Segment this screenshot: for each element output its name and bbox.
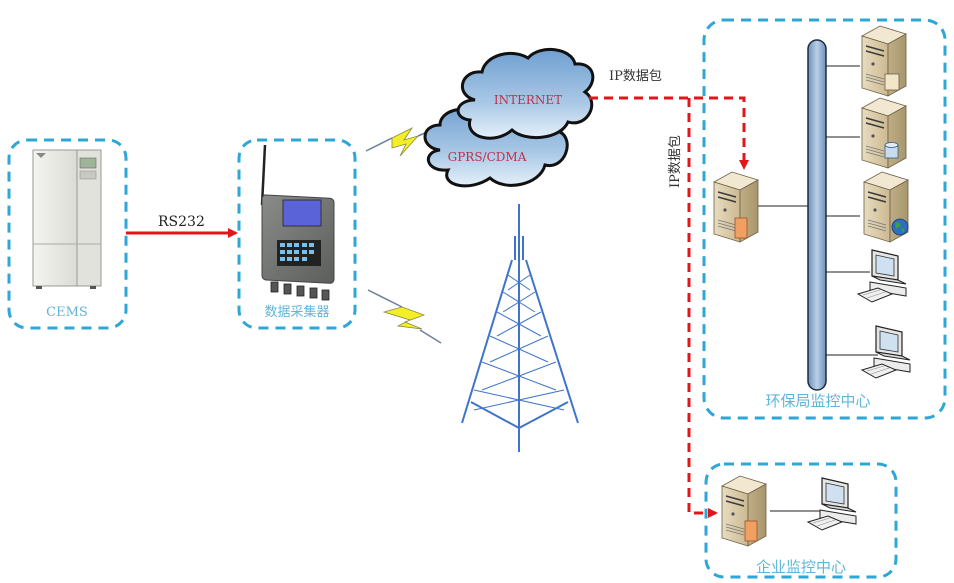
cell-tower-icon	[461, 204, 579, 452]
rs232-label: RS232	[158, 214, 205, 230]
globe-badge-icon	[891, 218, 909, 236]
data-collector-icon	[260, 144, 335, 301]
enterprise-pc-icon	[807, 477, 857, 531]
file-server-badge-icon	[884, 73, 900, 91]
ip-link-to-enterprise	[687, 98, 718, 518]
collector-group-box	[237, 138, 357, 330]
ip-packet-label-vertical: IP数据包	[668, 135, 683, 188]
cems-group-box	[7, 138, 128, 330]
enterprise-center-group-box	[704, 462, 898, 579]
enterprise-center-label: 企业监控中心	[756, 558, 846, 576]
epb-center-label: 环保局监控中心	[765, 392, 870, 410]
enterprise-server-badge-icon	[744, 520, 758, 542]
file-server-icon	[861, 25, 907, 97]
workstation-monitor-icon	[857, 249, 907, 303]
network-bus	[807, 39, 827, 391]
workstation-pc-icon	[861, 325, 911, 379]
ip-packet-label-top: IP数据包	[609, 69, 662, 84]
cems-cabinet-icon	[32, 149, 102, 289]
wireless-signal-icon-lower	[367, 289, 442, 344]
database-server-icon	[861, 97, 907, 169]
gateway-server-badge-icon	[734, 217, 748, 239]
epb-center-group-box	[702, 18, 947, 420]
bus-connections	[758, 65, 878, 356]
internet-cloud-icon	[456, 47, 595, 140]
gprs-cdma-label: GPRS/CDMA	[448, 150, 527, 164]
cems-label: CEMS	[46, 305, 88, 320]
ip-link-to-epb	[589, 96, 749, 170]
enterprise-server-icon	[721, 475, 767, 547]
data-collector-label: 数据采集器	[264, 304, 329, 320]
database-badge-icon	[884, 142, 899, 159]
internet-label: INTERNET	[494, 93, 562, 107]
